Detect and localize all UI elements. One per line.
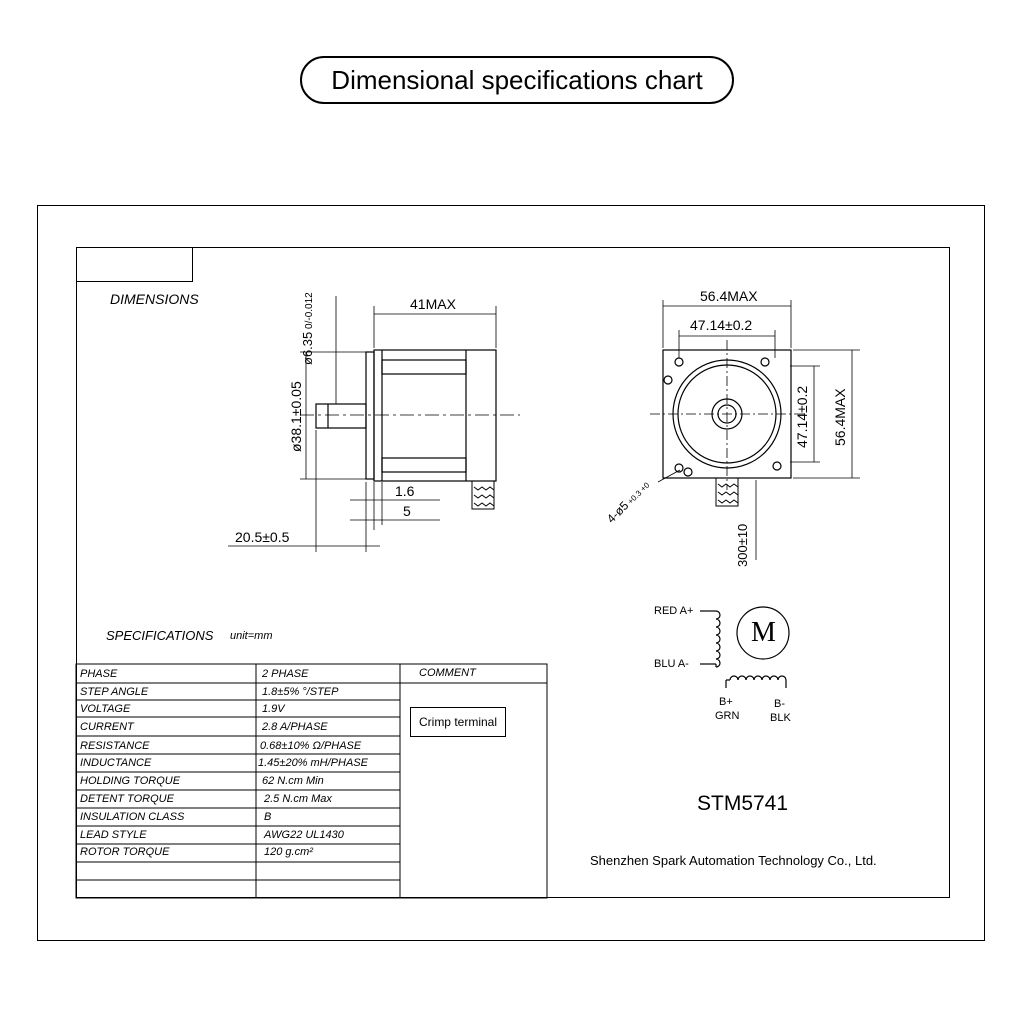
spec-table-grid [75, 663, 548, 899]
dimension-lines-side [228, 296, 497, 552]
wire-red-label: RED A+ [654, 605, 694, 617]
wire-grn-label: GRN [715, 710, 740, 722]
dim-shaft-diameter: ø6.35 0/-0.012 [300, 292, 315, 365]
dim-body-length: 41MAX [410, 296, 456, 312]
wiring-diagram [700, 606, 790, 688]
outer-frame [37, 205, 985, 941]
crimp-terminal-note: Crimp terminal [410, 707, 506, 737]
wire-b-minus-label: B- [774, 698, 785, 710]
dimensions-label: DIMENSIONS [110, 291, 199, 307]
dim-pilot-diameter: ø38.1±0.05 [288, 381, 304, 452]
page-title: Dimensional specifications chart [300, 56, 734, 104]
title-block-corner [76, 247, 193, 282]
unit-label: unit=mm [230, 630, 273, 642]
wire-blk-label: BLK [770, 712, 791, 724]
model-number: STM5741 [697, 792, 789, 815]
dim-hole-spacing-v: 47.14±0.2 [794, 385, 810, 448]
dim-frame-height: 56.4MAX [832, 388, 848, 446]
dim-hole-spacing-h: 47.14±0.2 [690, 317, 753, 333]
lead-wire-front [715, 477, 739, 507]
motor-symbol-label: M [751, 617, 776, 648]
dimension-lines-front [657, 300, 860, 560]
motor-symbol-circle [736, 606, 790, 660]
dim-shaft-length: 20.5±0.5 [235, 529, 290, 545]
dim-lead-length: 300±10 [735, 523, 750, 567]
motor-side-view [315, 349, 497, 482]
company-name: Shenzhen Spark Automation Technology Co.… [590, 853, 877, 868]
dim-flange-thickness: 5 [403, 503, 411, 519]
lead-wire-side [471, 480, 495, 510]
front-crosshair [650, 340, 805, 490]
specifications-label: SPECIFICATIONS [106, 628, 214, 643]
comment-header: COMMENT [419, 667, 476, 679]
dim-frame-width: 56.4MAX [700, 288, 758, 304]
wire-b-plus-label: B+ [719, 696, 733, 708]
wire-blu-label: BLU A- [654, 658, 689, 670]
dim-pilot-depth: 1.6 [395, 483, 415, 499]
